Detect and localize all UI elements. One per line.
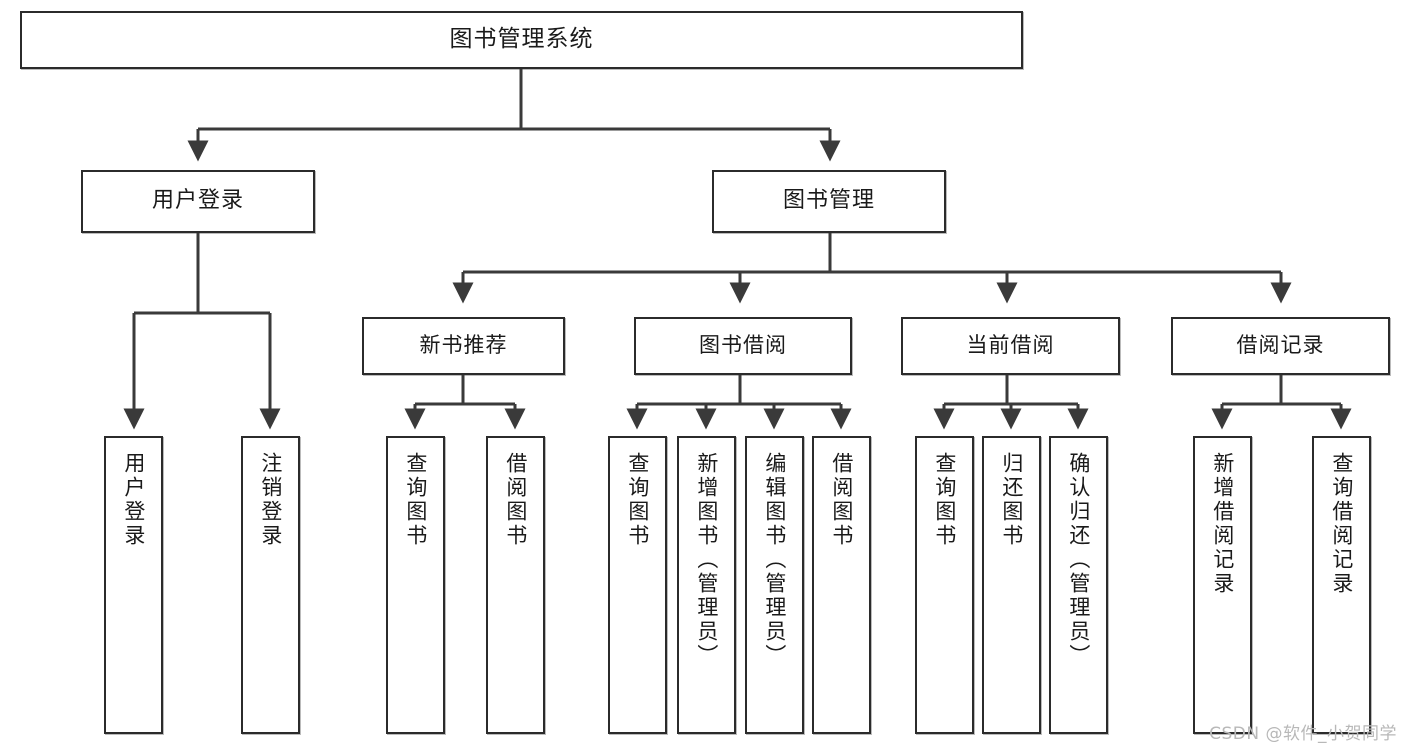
leaf-return-book-label: 归还图书 <box>999 452 1024 548</box>
leaf-query-book-newbooks[interactable]: 查询图书 <box>386 436 445 734</box>
leaf-borrow-book[interactable]: 借阅图书 <box>812 436 871 734</box>
node-book-borrow-label: 图书借阅 <box>699 333 787 358</box>
leaf-query-book-current[interactable]: 查询图书 <box>915 436 974 734</box>
node-current-borrow-label: 当前借阅 <box>966 333 1055 358</box>
node-root-system[interactable]: 图书管理系统 <box>20 11 1023 69</box>
leaf-query-book-borrow[interactable]: 查询图书 <box>608 436 667 734</box>
leaf-query-book-borrow-label: 查询图书 <box>625 452 650 548</box>
node-new-book-recommend[interactable]: 新书推荐 <box>362 317 565 375</box>
node-current-borrow[interactable]: 当前借阅 <box>901 317 1120 375</box>
leaf-query-book-current-label: 查询图书 <box>932 452 957 548</box>
leaf-return-book[interactable]: 归还图书 <box>982 436 1041 734</box>
leaf-edit-book-admin-label: 编辑图书（管理员） <box>762 452 787 668</box>
leaf-add-book-admin[interactable]: 新增图书（管理员） <box>677 436 736 734</box>
leaf-logout-label: 注销登录 <box>258 452 283 548</box>
leaf-logout[interactable]: 注销登录 <box>241 436 300 734</box>
leaf-borrow-book-label: 借阅图书 <box>829 452 854 548</box>
leaf-edit-book-admin[interactable]: 编辑图书（管理员） <box>745 436 804 734</box>
leaf-query-borrow-record-label: 查询借阅记录 <box>1329 452 1354 596</box>
node-user-login-label: 用户登录 <box>151 188 244 214</box>
leaf-confirm-return-admin[interactable]: 确认归还（管理员） <box>1049 436 1108 734</box>
node-user-login[interactable]: 用户登录 <box>81 170 315 233</box>
leaf-borrow-book-newbooks-label: 借阅图书 <box>503 452 528 548</box>
node-book-borrow[interactable]: 图书借阅 <box>634 317 852 375</box>
leaf-add-borrow-record[interactable]: 新增借阅记录 <box>1193 436 1252 734</box>
node-book-management-label: 图书管理 <box>782 188 875 214</box>
node-book-management[interactable]: 图书管理 <box>712 170 946 233</box>
leaf-user-login[interactable]: 用户登录 <box>104 436 163 734</box>
leaf-query-borrow-record[interactable]: 查询借阅记录 <box>1312 436 1371 734</box>
leaf-add-borrow-record-label: 新增借阅记录 <box>1210 452 1235 596</box>
node-borrow-record-label: 借阅记录 <box>1236 333 1325 358</box>
leaf-query-book-newbooks-label: 查询图书 <box>403 452 428 548</box>
node-borrow-record[interactable]: 借阅记录 <box>1171 317 1390 375</box>
leaf-user-login-label: 用户登录 <box>121 452 146 548</box>
node-root-system-label: 图书管理系统 <box>449 26 594 53</box>
leaf-confirm-return-admin-label: 确认归还（管理员） <box>1066 452 1091 668</box>
node-new-book-recommend-label: 新书推荐 <box>419 333 508 358</box>
leaf-add-book-admin-label: 新增图书（管理员） <box>694 452 719 668</box>
leaf-borrow-book-newbooks[interactable]: 借阅图书 <box>486 436 545 734</box>
